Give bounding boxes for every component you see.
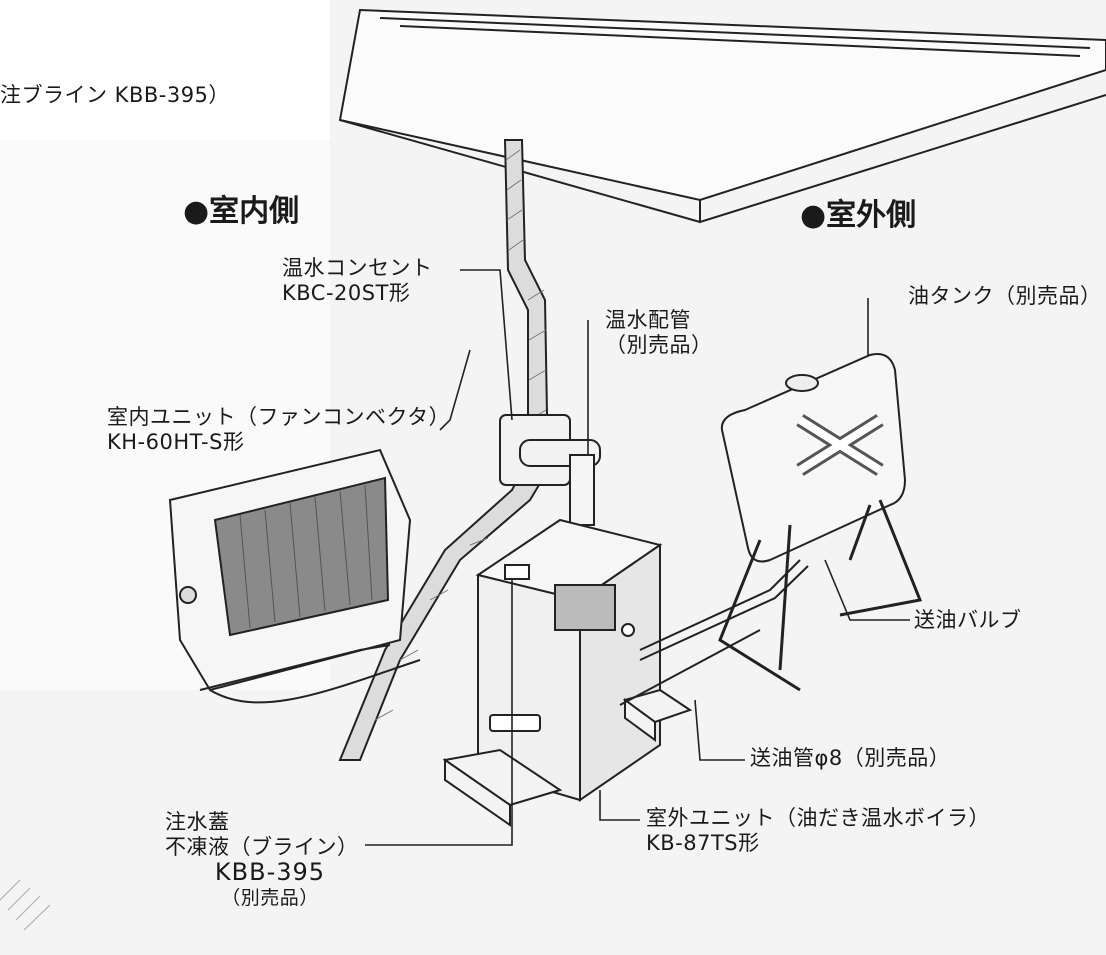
- oil-tank-label: 油タンク（別売品）: [908, 284, 1102, 308]
- indoor-unit-label-line2: KH-60HT-S形: [107, 429, 245, 454]
- boiler-base-blocks: [442, 688, 693, 827]
- indoor-unit-label: 室内ユニット（ファンコンベクタ） KH-60HT-S形: [107, 405, 450, 455]
- top-note: 注ブライン KBB-395）: [0, 83, 230, 107]
- filler-cap-product: KBB-395: [214, 858, 326, 886]
- indoor-unit-drawing: [168, 448, 421, 704]
- oil-pipe-drawing: [619, 559, 809, 706]
- outdoor-heading: ●室外側: [800, 198, 917, 233]
- hot-water-piping: [569, 454, 595, 526]
- hot-water-piping-label-line1: 温水配管: [605, 308, 691, 332]
- pipe-hatching: [374, 149, 547, 721]
- oil-pipe-label: 送油管φ8（別売品）: [750, 746, 951, 770]
- oil-tank-stand: [718, 499, 923, 692]
- hot-water-outlet-label: 温水コンセント KBC-20ST形: [282, 256, 433, 306]
- hot-water-pipe: [338, 139, 550, 761]
- filler-cap-label-line1: 注水蓋: [165, 810, 230, 834]
- hot-water-piping-label-line2: （別売品）: [605, 332, 713, 357]
- top-note-shade: [0, 55, 300, 130]
- hot-water-outlet-label-line1: 温水コンセント: [282, 256, 433, 280]
- corner-hatch: [0, 879, 51, 931]
- filler-cap-label-line2: 不凍液（ブライン）: [165, 834, 359, 859]
- outdoor-unit-label-line1: 室外ユニット（油だき温水ボイラ）: [646, 806, 990, 830]
- oil-tank-drawing: [720, 353, 907, 563]
- hot-water-outlet-label-line2: KBC-20ST形: [282, 280, 411, 305]
- indoor-heading: ●室内側: [183, 194, 300, 229]
- indoor-unit-label-line1: 室内ユニット（ファンコンベクタ）: [107, 405, 451, 429]
- roof-eave: [338, 8, 1106, 224]
- oil-valve-label: 送油バルブ: [914, 608, 1022, 632]
- indoor-grille-lines: [239, 484, 373, 629]
- leader-lines: [365, 269, 910, 846]
- hot-water-piping-label: 温水配管 （別売品）: [605, 308, 713, 358]
- outdoor-unit-label: 室外ユニット（油だき温水ボイラ） KB-87TS形: [646, 806, 990, 856]
- filler-cap-sold-separately: （別売品）: [221, 887, 319, 909]
- outdoor-unit-drawing: [475, 518, 663, 802]
- outdoor-unit-label-line2: KB-87TS形: [646, 830, 760, 855]
- filler-cap-label: 注水蓋 不凍液（ブライン）: [165, 810, 359, 860]
